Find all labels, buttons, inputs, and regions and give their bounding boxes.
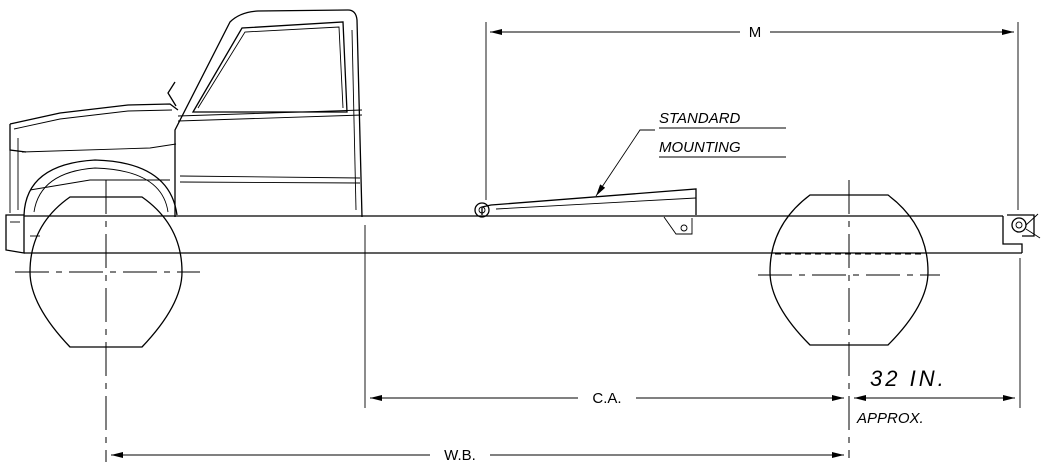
rear-hitch (1007, 213, 1041, 239)
dimension-32-in-label: 32 IN. (870, 366, 947, 391)
dimension-m-label: M (749, 24, 762, 41)
standard-mounting-label-line2: MOUNTING (659, 139, 741, 156)
standard-mounting-callout: STANDARD MOUNTING (595, 110, 786, 197)
approx-label: APPROX. (856, 410, 924, 427)
dimension-ca-label: C.A. (592, 390, 621, 407)
dimension-wb-label: W.B. (444, 447, 476, 464)
dimension-m: M (485, 22, 1019, 210)
dimension-ca: C.A. (364, 225, 844, 408)
chassis-frame (24, 215, 1023, 254)
rear-wheel (758, 180, 940, 458)
standard-mounting-label-line1: STANDARD (659, 110, 741, 127)
truck-cab (167, 9, 363, 218)
standard-mounting (474, 188, 697, 235)
dimension-32-in: 32 IN. APPROX. (854, 258, 1021, 427)
dimension-wb: W.B. (111, 447, 844, 464)
front-wheel (15, 180, 200, 462)
truck-hood (5, 103, 179, 254)
